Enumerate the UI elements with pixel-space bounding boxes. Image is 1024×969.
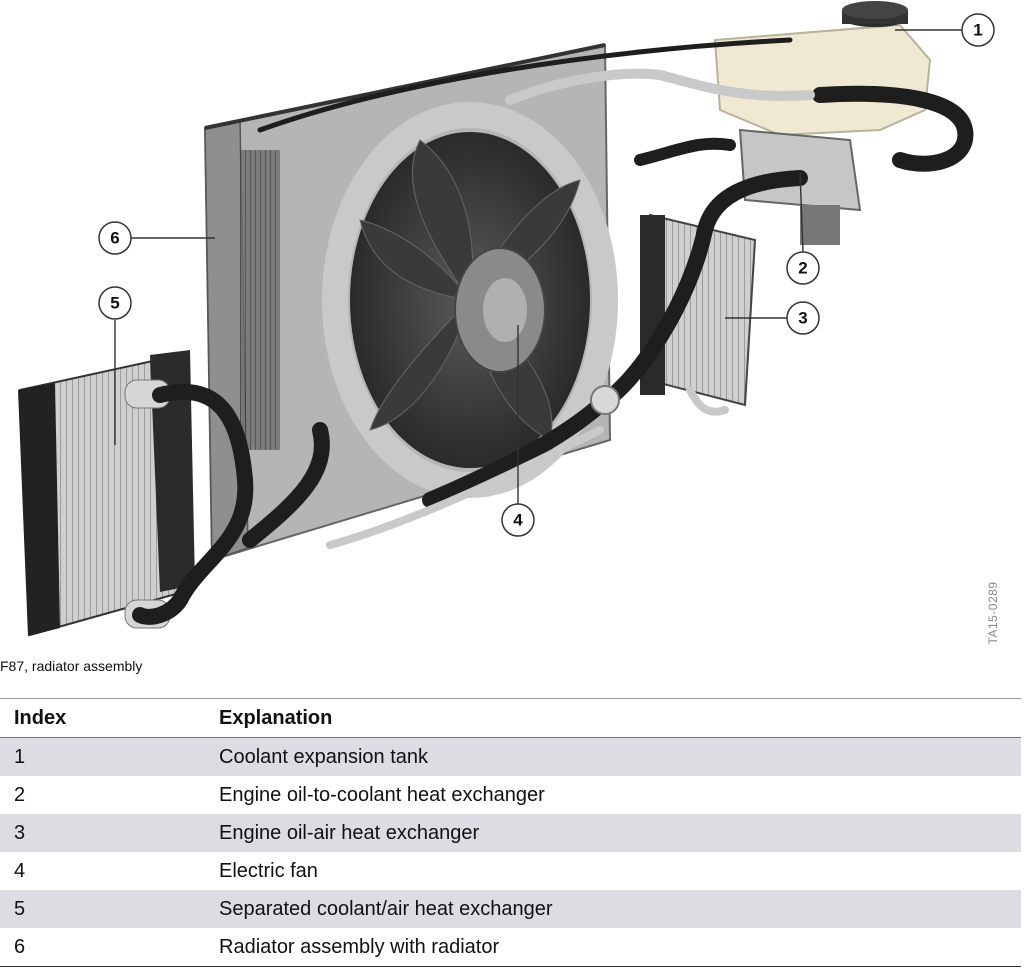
callout-1: 1 xyxy=(961,13,995,47)
table-row: 4 Electric fan xyxy=(0,852,1021,890)
row-explanation: Separated coolant/air heat exchanger xyxy=(219,897,553,920)
figure-reference-code: TA15-0289 xyxy=(986,581,1000,645)
table-row: 2 Engine oil-to-coolant heat exchanger xyxy=(0,776,1021,814)
header-index: Index xyxy=(14,706,67,729)
callout-6: 6 xyxy=(98,221,132,255)
row-index: 6 xyxy=(14,935,26,958)
radiator-assembly-figure: 1 2 3 4 5 6 xyxy=(18,1,995,637)
figure-caption: F87, radiator assembly xyxy=(0,658,143,674)
coolant-hoses xyxy=(132,37,974,625)
svg-text:6: 6 xyxy=(110,229,119,248)
row-explanation: Coolant expansion tank xyxy=(219,745,429,768)
header-explanation: Explanation xyxy=(219,706,333,729)
row-explanation: Radiator assembly with radiator xyxy=(219,935,500,958)
row-explanation: Engine oil-to-coolant heat exchanger xyxy=(219,783,545,806)
svg-text:2: 2 xyxy=(798,259,807,278)
oil-air-heat-exchanger xyxy=(640,213,757,407)
svg-text:5: 5 xyxy=(110,294,119,313)
legend-table: Index Explanation 1 Coolant expansion ta… xyxy=(0,698,1021,967)
row-index: 2 xyxy=(14,783,26,806)
row-explanation: Electric fan xyxy=(219,859,318,882)
callout-leaders xyxy=(114,29,962,504)
callout-3: 3 xyxy=(786,301,820,335)
table-header-row: Index Explanation xyxy=(0,699,1021,738)
svg-text:4: 4 xyxy=(513,511,523,530)
callout-2: 2 xyxy=(786,251,820,285)
coolant-expansion-tank xyxy=(713,1,932,137)
electric-fan xyxy=(322,102,618,498)
svg-text:1: 1 xyxy=(973,21,982,40)
table-row: 5 Separated coolant/air heat exchanger xyxy=(0,890,1021,928)
row-explanation: Engine oil-air heat exchanger xyxy=(219,821,480,844)
svg-text:3: 3 xyxy=(798,309,807,328)
callout-4: 4 xyxy=(501,503,535,537)
table-row: 3 Engine oil-air heat exchanger xyxy=(0,814,1021,852)
table-row: 6 Radiator assembly with radiator xyxy=(0,928,1021,967)
separated-coolant-air-heat-exchanger xyxy=(18,350,195,637)
table-row: 1 Coolant expansion tank xyxy=(0,738,1021,776)
row-index: 1 xyxy=(14,745,26,768)
callout-5: 5 xyxy=(98,286,132,320)
row-index: 3 xyxy=(14,821,26,844)
row-index: 5 xyxy=(14,897,26,920)
row-index: 4 xyxy=(14,859,26,882)
